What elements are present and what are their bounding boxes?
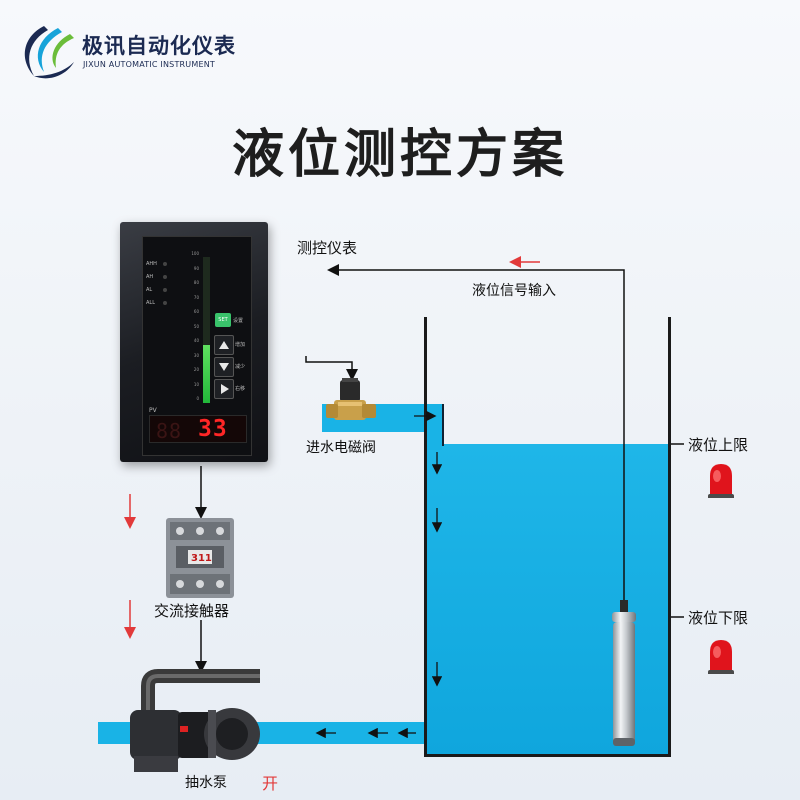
pv-display: 88 33	[149, 415, 247, 443]
label-controller: 测控仪表	[297, 239, 358, 257]
page-title: 液位测控方案	[231, 125, 568, 185]
scale-tick-label: 0	[196, 396, 199, 401]
triangle-down-icon	[219, 363, 229, 371]
logo-mark-icon	[24, 26, 74, 79]
label-lower-limit: 液位下限	[688, 609, 749, 627]
set-button-label: 设置	[233, 318, 244, 324]
alarm-label: AL	[146, 287, 153, 293]
bar-graph	[203, 257, 210, 403]
scale-tick-label: 30	[193, 352, 199, 358]
pv-display-dim-digits: 88	[156, 419, 183, 443]
scale-tick-label: 40	[193, 338, 199, 343]
up-button[interactable]	[214, 335, 234, 355]
alarm-led-icon	[163, 275, 167, 279]
logo-company-name: 极讯自动化仪表	[82, 34, 236, 58]
bar-graph-fill	[203, 344, 210, 403]
label-contactor: 交流接触器	[154, 602, 230, 620]
inlet-pipe-drop	[426, 426, 442, 450]
tank-bottom	[424, 754, 671, 757]
alarm-led-icon	[163, 288, 167, 292]
inlet-pipe-edge	[442, 404, 444, 446]
pump-state-label: 开	[262, 774, 279, 793]
scale-tick-label: 60	[193, 309, 199, 314]
level-sensor-probe	[612, 600, 636, 746]
triangle-up-icon	[219, 341, 229, 349]
contactor-model: 311	[191, 553, 212, 564]
triangle-right-icon	[221, 384, 229, 394]
label-signal-input: 液位信号输入	[472, 283, 556, 299]
pv-display-value: 33	[198, 416, 228, 442]
pv-label: PV	[149, 407, 157, 414]
label-pump: 抽水泵	[185, 775, 227, 791]
down-button[interactable]	[214, 357, 234, 377]
scale-tick-label: 90	[193, 265, 199, 271]
right-button-label: 右移	[235, 386, 246, 392]
alarm-led-icon	[163, 301, 167, 305]
label-inlet-valve: 进水电磁阀	[306, 440, 376, 456]
alarm-label: AH	[146, 274, 154, 280]
set-button[interactable]: SET	[215, 313, 231, 327]
logo-company-name-en: JIXUN AUTOMATIC INSTRUMENT	[83, 60, 215, 69]
lower-limit-alarm-lamp-icon	[708, 640, 734, 674]
alarm-led-icon	[163, 262, 167, 266]
upper-limit-alarm-lamp-icon	[708, 464, 734, 498]
scale-tick-label: 20	[193, 367, 199, 372]
company-logo: 极讯自动化仪表 JIXUN AUTOMATIC INSTRUMENT	[14, 22, 235, 82]
ac-contactor	[166, 518, 234, 598]
scale-tick-label: 70	[193, 294, 199, 300]
scale-tick-label: 100	[191, 251, 199, 256]
tank-wall-right	[668, 317, 671, 757]
alarm-label: AHH	[146, 261, 157, 267]
scale-tick-label: 10	[193, 381, 199, 387]
tank-wall-left	[424, 317, 427, 757]
set-button-key: SET	[218, 317, 228, 323]
scale-tick-label: 50	[193, 323, 199, 329]
down-button-label: 减少	[235, 364, 246, 370]
alarm-label: ALL	[146, 300, 155, 306]
label-upper-limit: 液位上限	[688, 436, 749, 454]
scale-tick-label: 80	[193, 280, 199, 285]
right-button[interactable]	[214, 379, 234, 399]
water-pump	[130, 669, 260, 772]
up-button-label: 增加	[235, 342, 246, 348]
inlet-solenoid-valve	[326, 378, 376, 420]
